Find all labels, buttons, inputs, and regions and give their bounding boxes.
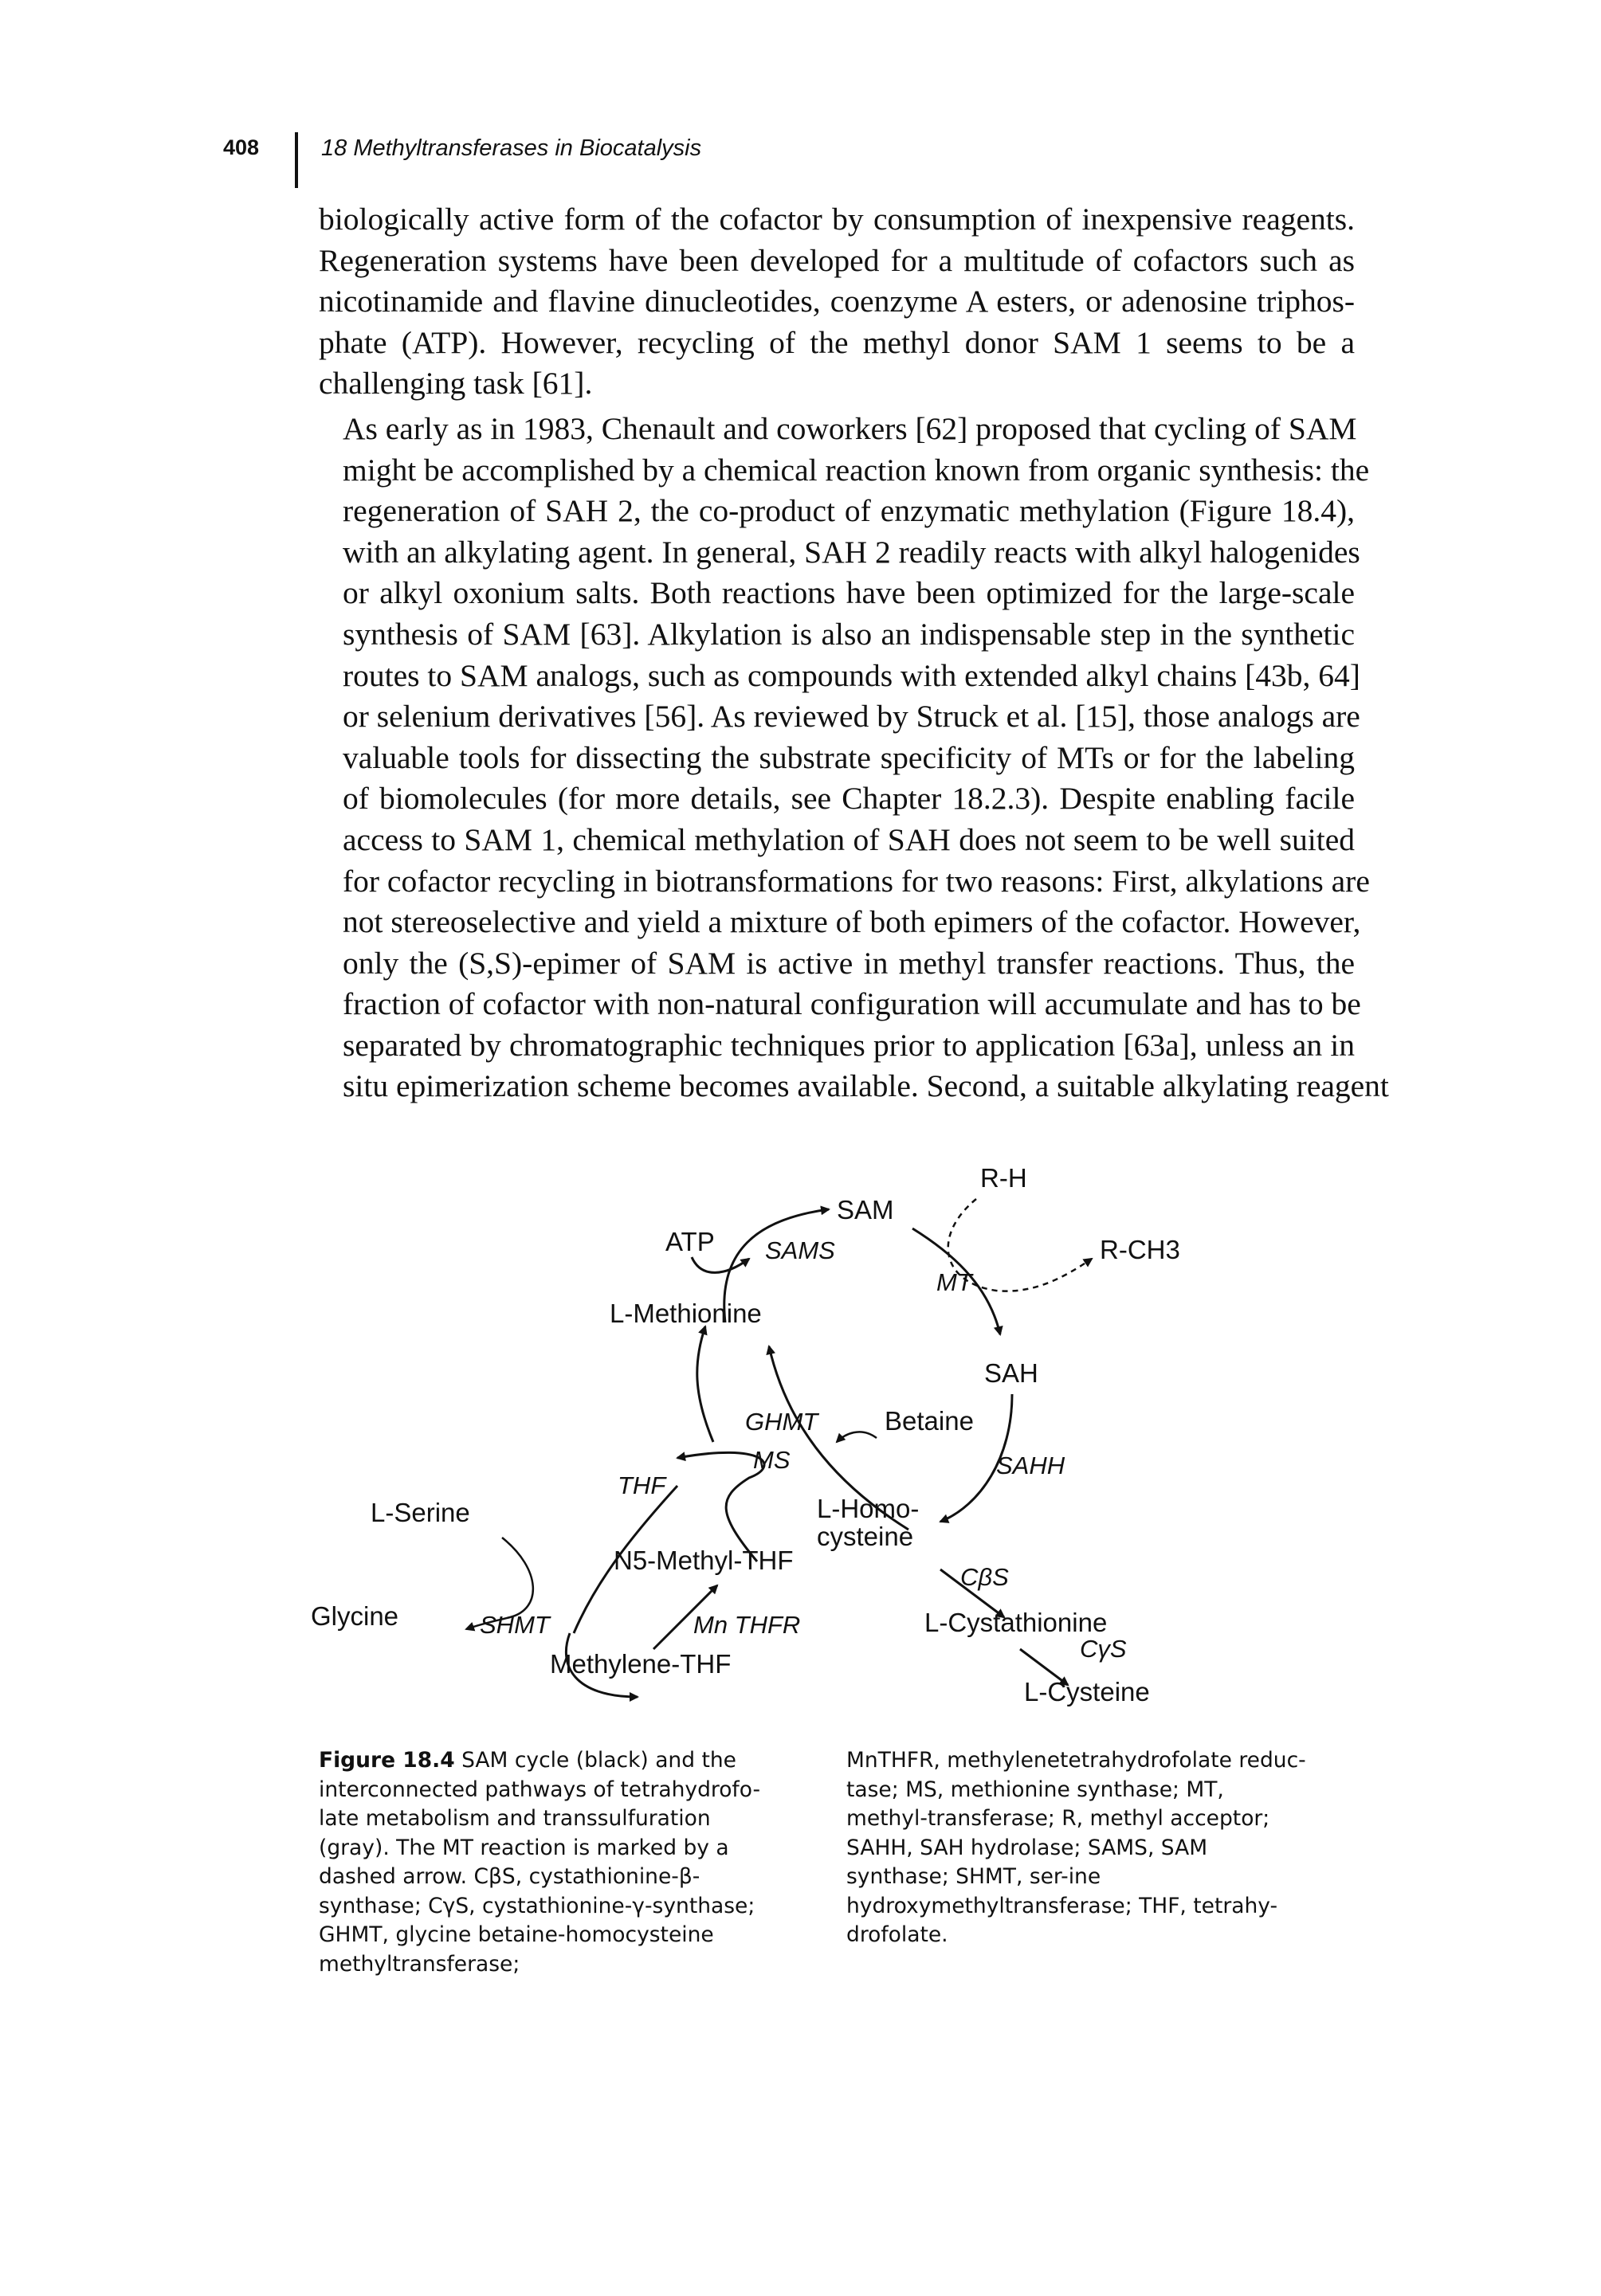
text-line: nicotinamide and flavine dinucleotides, … [319, 284, 1355, 319]
node-l-cysteine: L-Cysteine [1024, 1677, 1150, 1706]
figure-label: Figure 18.4 [319, 1748, 455, 1773]
node-l-methionine: L-Methionine [610, 1299, 762, 1328]
ms-methionine-arrow [696, 1325, 715, 1443]
running-title: 18 Methyltransferases in Biocatalysis [321, 135, 702, 161]
sams-arrow [723, 1205, 830, 1323]
enzyme-ghmt: GHMT [745, 1408, 819, 1436]
ms-thf-arrow [676, 1451, 766, 1562]
figure-caption-left: Figure 18.4 SAM cycle (black) and the in… [319, 1746, 781, 1979]
text-line: situ epimerization scheme becomes availa… [343, 1068, 1389, 1104]
node-r-h: R-H [980, 1163, 1027, 1193]
text-line: regeneration of SAH 2, the co-product of… [343, 493, 1355, 529]
shmt-arrow [572, 1484, 679, 1634]
text-line: access to SAM 1, chemical methylation of… [343, 821, 1355, 857]
serine-glycine-arrow [465, 1537, 535, 1632]
caption-text-right: MnTHFR, methylenetetrahydrofolate reduc-… [846, 1748, 1306, 1947]
running-header: 408 18 Methyltransferases in Biocatalysi… [223, 132, 1419, 188]
node-atp: ATP [665, 1227, 715, 1256]
text-line: might be accomplished by a chemical reac… [343, 452, 1370, 488]
enzyme-cgs: CγS [1080, 1635, 1127, 1663]
enzyme-sams: SAMS [765, 1236, 835, 1264]
enzyme-mt: MT [936, 1268, 974, 1296]
node-sah: SAH [984, 1358, 1038, 1388]
node-methylene-thf: Methylene-THF [550, 1649, 731, 1679]
text-line: routes to SAM analogs, such as compounds… [343, 657, 1360, 693]
text-line: only the (S,S)-epimer of SAM is active i… [343, 945, 1355, 981]
mnthfr-arrow [652, 1584, 719, 1651]
text-line: separated by chromatographic techniques … [343, 1027, 1355, 1063]
node-l-homocysteine: L-Homo- [817, 1494, 919, 1523]
sahh-arrow [939, 1393, 1014, 1523]
paragraph-1: biologically active form of the cofactor… [319, 199, 1355, 405]
figure-caption-right: MnTHFR, methylenetetrahydrofolate reduc-… [846, 1746, 1309, 1950]
ghmt-arrow [766, 1345, 909, 1531]
text-line: synthesis of SAM [63]. Alkylation is als… [343, 616, 1355, 652]
text-line: Regeneration systems have been developed… [319, 242, 1355, 278]
betaine-hook [835, 1431, 877, 1444]
sam-cycle-diagram: ATP SAM SAMS R-H R-CH3 MT L-Methionine S… [303, 1155, 1219, 1713]
atp-hook [690, 1256, 751, 1274]
node-l-cystathionine: L-Cystathionine [924, 1608, 1107, 1637]
text-line: of biomolecules (for more details, see C… [343, 781, 1355, 817]
enzyme-ms: MS [753, 1446, 791, 1474]
text-line: biologically active form of the cofactor… [319, 202, 1355, 237]
text-line: or selenium derivatives [56]. As reviewe… [343, 699, 1360, 735]
mt-arrow [912, 1227, 1003, 1336]
node-betaine: Betaine [885, 1406, 974, 1436]
text-line: valuable tools for dissecting the substr… [343, 739, 1355, 775]
enzyme-mn-thfr: Mn THFR [693, 1611, 800, 1639]
page-number: 408 [223, 135, 260, 159]
text-line: for cofactor recycling in biotransformat… [343, 863, 1370, 899]
node-cysteine-part: cysteine [817, 1522, 913, 1551]
enzyme-cbs: CβS [960, 1563, 1009, 1591]
header-rule [295, 132, 298, 188]
methyl-transfer-dashed-arrow [947, 1198, 1093, 1292]
enzyme-shmt: SHMT [480, 1611, 551, 1639]
diagram-svg: ATP SAM SAMS R-H R-CH3 MT L-Methionine S… [311, 1163, 1180, 1706]
caption-text-left: SAM cycle (black) and the interconnected… [319, 1748, 761, 1977]
cbs-arrow [940, 1568, 1006, 1619]
node-thf: THF [618, 1471, 667, 1499]
shmt-lower-arrow [565, 1632, 639, 1702]
body-text: biologically active form of the cofactor… [319, 199, 1389, 1107]
cgs-arrow [1019, 1648, 1069, 1687]
enzyme-sahh: SAHH [996, 1452, 1065, 1479]
text-line: challenging task [61]. [319, 366, 593, 402]
text-line: fraction of cofactor with non-natural co… [343, 986, 1361, 1022]
node-l-serine: L-Serine [371, 1498, 470, 1527]
node-r-ch3: R-CH3 [1100, 1235, 1180, 1264]
text-line: or alkyl oxonium salts. Both reactions h… [343, 575, 1355, 611]
text-line: As early as in 1983, Chenault and cowork… [343, 410, 1357, 446]
text-line: phate (ATP). However, recycling of the m… [319, 324, 1355, 360]
paragraph-2: As early as in 1983, Chenault and cowork… [319, 409, 1389, 1107]
node-sam: SAM [837, 1195, 894, 1224]
text-line: not stereoselective and yield a mixture … [343, 904, 1361, 940]
text-line: with an alkylating agent. In general, SA… [343, 534, 1360, 570]
node-n5-methyl-thf: N5-Methyl-THF [614, 1546, 794, 1575]
node-glycine: Glycine [311, 1601, 398, 1631]
